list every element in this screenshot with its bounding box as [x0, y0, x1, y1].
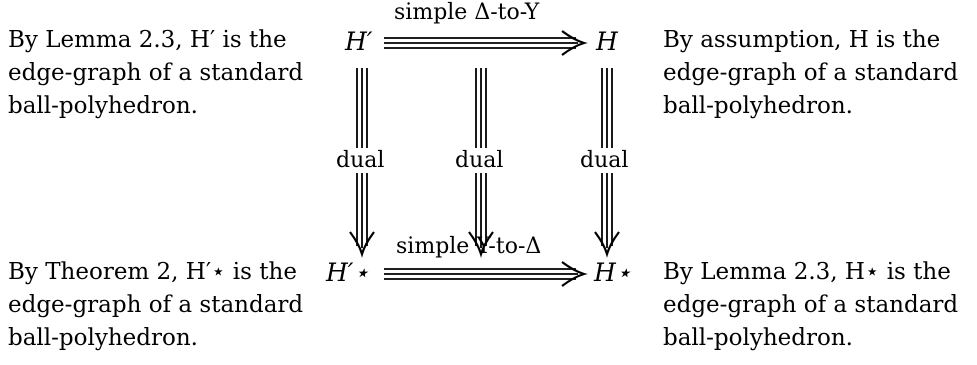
edge-label-bottom: simple Y-to-Δ [396, 234, 542, 259]
text-line: edge-graph of a standard [8, 292, 304, 318]
text-line: edge-graph of a standard [8, 60, 304, 86]
arrowhead [594, 231, 620, 258]
arrow-top [384, 30, 588, 56]
arrowhead [561, 261, 588, 287]
text-line: By Lemma 2.3, H′ is the [8, 27, 287, 53]
node-h-prime-star: H′⋆ [326, 258, 370, 287]
edge-label-left: dual [334, 148, 387, 173]
text-line: By Lemma 2.3, H⋆ is the [663, 259, 951, 285]
text-line: ball-polyhedron. [8, 325, 198, 351]
edge-label-right: dual [578, 148, 631, 173]
edge-label-top: simple Δ-to-Y [394, 0, 540, 25]
arrowhead [468, 231, 494, 258]
text-line: By Theorem 2, H′⋆ is the [8, 259, 297, 285]
text-bottom-left: By Theorem 2, H′⋆ is the edge-graph of a… [8, 256, 303, 355]
text-line: ball-polyhedron. [663, 93, 853, 119]
text-top-right: By assumption, H is the edge-graph of a … [663, 24, 958, 123]
text-top-left: By Lemma 2.3, H′ is the edge-graph of a … [8, 24, 303, 123]
arrow-bottom [384, 261, 588, 287]
text-line: ball-polyhedron. [8, 93, 198, 119]
node-h: H [596, 27, 618, 56]
node-h-prime: H′ [345, 27, 373, 56]
text-line: edge-graph of a standard [663, 292, 959, 318]
text-line: edge-graph of a standard [663, 60, 959, 86]
text-bottom-right: By Lemma 2.3, H⋆ is the edge-graph of a … [663, 256, 958, 355]
edge-label-middle: dual [453, 148, 506, 173]
text-line: ball-polyhedron. [663, 325, 853, 351]
arrowhead [349, 231, 375, 258]
text-line: By assumption, H is the [663, 27, 941, 53]
arrowhead [561, 30, 588, 56]
node-h-star: H⋆ [594, 258, 632, 287]
